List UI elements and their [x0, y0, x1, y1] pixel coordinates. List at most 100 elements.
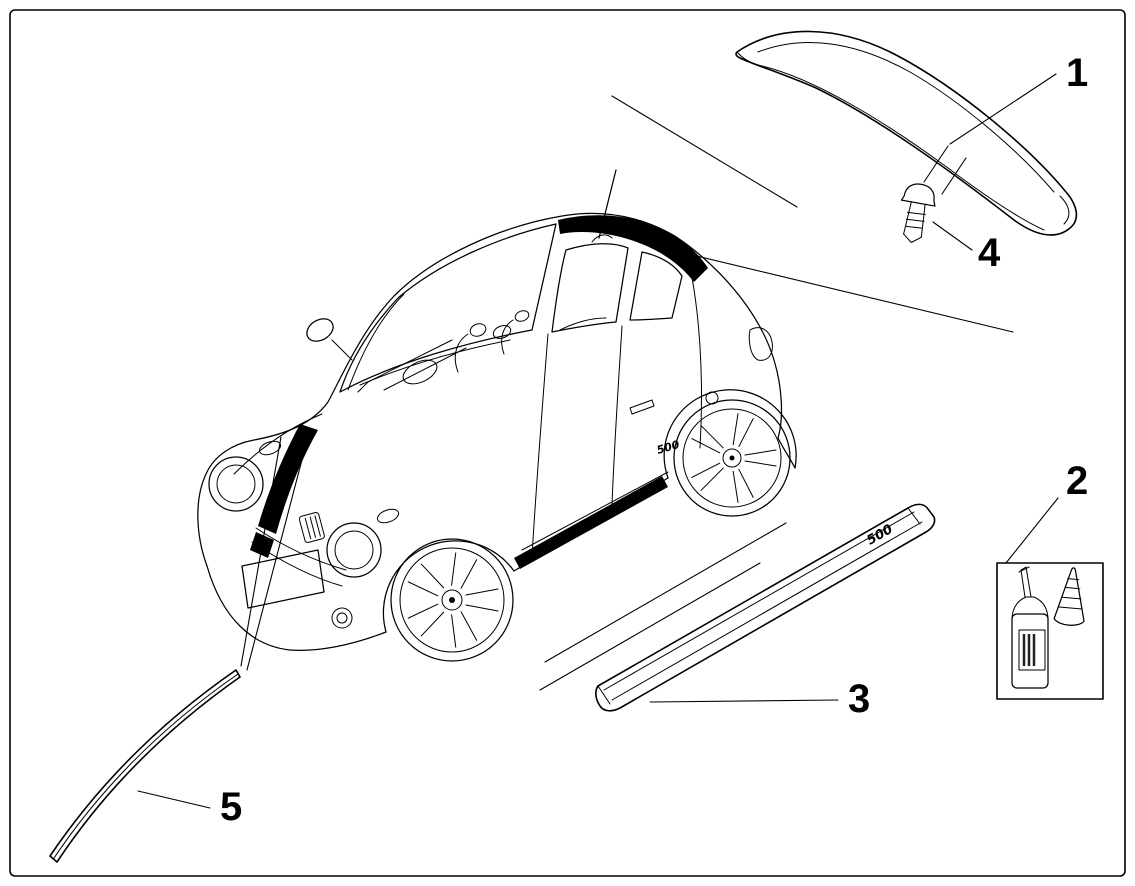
emblem-frame — [298, 512, 325, 543]
headlight-left — [208, 456, 264, 512]
rear-wheel — [673, 399, 791, 517]
pointer-line-roof-band — [679, 251, 1014, 333]
clip-head — [900, 183, 936, 207]
part-hood-trim-strip — [49, 669, 241, 863]
sill-decal-stripe — [514, 476, 668, 569]
leader-line-5 — [137, 790, 211, 809]
rear-hub-center — [729, 455, 735, 461]
rear-bench-line — [559, 317, 607, 331]
spoiler-upper-contour — [757, 42, 1055, 193]
indicator-right — [376, 508, 400, 524]
spoiler-outline — [735, 30, 1078, 236]
spoiler-mount-lines — [923, 145, 967, 195]
spoiler-end-cap — [1059, 195, 1070, 225]
bottle-shoulder — [1011, 596, 1049, 621]
part-fastener-clip — [900, 183, 936, 243]
taillight — [748, 327, 773, 361]
wheel-spoke — [727, 467, 754, 503]
sill-molding-outline — [595, 503, 936, 712]
front-emblem — [298, 512, 325, 543]
c-pillar-line — [687, 257, 702, 449]
door-badge-500: 500 — [655, 438, 681, 457]
door-handle — [629, 399, 655, 415]
clip-tip — [903, 233, 922, 243]
cone-outline — [1053, 567, 1085, 626]
wheel-spoke — [691, 458, 727, 491]
clip-shaft — [903, 201, 926, 238]
sill-pointer-lines — [539, 522, 787, 691]
part-sill-molding: 500 — [595, 503, 936, 712]
cone-ridges — [1058, 578, 1083, 610]
bottle-label-text-lines — [1022, 634, 1036, 666]
quarter-panel-seam — [611, 325, 623, 506]
trim-strip-outline — [49, 669, 241, 863]
car-illustration: 500 — [197, 169, 797, 662]
emblem-bars — [304, 515, 321, 540]
leader-line-1 — [949, 73, 1057, 145]
headlight-left-inner — [216, 464, 256, 504]
pointer-line-roof-to-spoiler — [611, 95, 798, 208]
steering-wheel — [402, 359, 438, 385]
callout-5-trim-strip: 5 — [220, 785, 242, 829]
trim-strip-inner-line — [53, 673, 239, 859]
indicator-left — [258, 440, 282, 456]
callout-3-sill-molding: 3 — [848, 677, 870, 721]
headlight-right — [326, 522, 382, 578]
leader-line-2 — [1005, 497, 1059, 564]
clip-ribs — [905, 211, 926, 229]
kit-box — [996, 562, 1104, 700]
car-body-outline — [197, 212, 796, 567]
wheel-spoke — [727, 413, 754, 449]
callouts: 1 2 3 4 5 — [220, 51, 1088, 829]
wheel-spoke — [407, 598, 448, 637]
part-spoiler — [735, 30, 1078, 236]
wheel-spoke — [445, 609, 478, 648]
spoiler-lower-lip — [761, 65, 1045, 231]
rear-wheel-arch — [663, 389, 797, 479]
front-door-window — [551, 243, 629, 333]
headrest-right — [514, 310, 530, 322]
antenna-base — [591, 234, 613, 243]
door-bottom-crease — [521, 471, 669, 551]
left-mirror-body — [306, 318, 334, 342]
front-wheel-arch — [382, 540, 515, 633]
bottle-body — [1011, 613, 1049, 689]
headlight-right-inner — [334, 530, 374, 570]
a-pillar-inner-line — [347, 293, 405, 391]
leader-line-4 — [932, 221, 973, 251]
bumper-decal-stripe — [250, 532, 274, 558]
page-border — [9, 9, 1126, 877]
front-rim — [399, 547, 505, 653]
quarter-window — [629, 251, 683, 321]
wiper-blades — [357, 339, 467, 393]
front-door-seam — [531, 333, 549, 557]
sill-molding-badge-500: 500 — [865, 522, 896, 549]
leader-lines — [137, 73, 1059, 809]
license-plate — [241, 549, 325, 609]
front-hub — [441, 589, 463, 611]
bottle-nozzle — [1018, 566, 1032, 598]
headrest-left — [469, 323, 487, 337]
front-bumper-outline — [206, 565, 387, 651]
windshield — [339, 223, 557, 393]
hood-panel-gap — [233, 413, 323, 475]
rear-rim — [682, 408, 782, 508]
rear-hub — [722, 448, 742, 468]
fog-lamp — [331, 607, 353, 629]
leader-line-3 — [649, 699, 839, 703]
interior-detail — [359, 310, 607, 386]
seat-left — [454, 333, 469, 373]
bottle-label — [1018, 629, 1046, 671]
rear-tire — [673, 399, 791, 517]
wheel-spoke — [744, 449, 777, 467]
wheel-spoke — [407, 563, 448, 602]
front-hub-center — [449, 597, 455, 603]
sill-molding-end-step — [597, 507, 921, 705]
roof-decal-stripe — [558, 215, 708, 282]
applicator-cone — [1053, 567, 1085, 626]
front-tire — [390, 538, 514, 662]
right-mirror-body — [492, 325, 512, 339]
part-adhesive-kit — [996, 562, 1104, 700]
wheel-spoke — [445, 552, 478, 591]
